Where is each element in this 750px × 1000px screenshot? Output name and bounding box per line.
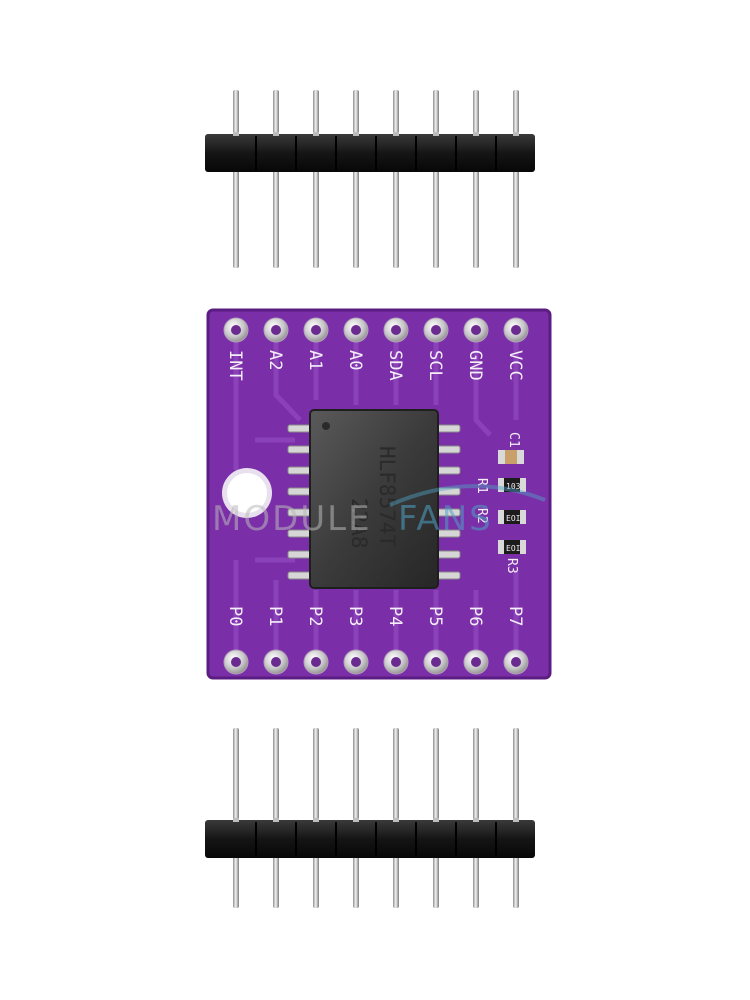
- resistor-r1: 103: [498, 478, 526, 492]
- bottom-pad-row: [223, 649, 529, 675]
- pad-hole: [311, 657, 321, 667]
- header-pin-collar: [513, 818, 519, 822]
- header-pin-collar: [233, 818, 239, 822]
- watermark-right: FANS: [398, 499, 493, 539]
- top-pin-label: VCC: [505, 350, 525, 381]
- label-r2: R2: [474, 508, 489, 524]
- pad-hole: [351, 657, 361, 667]
- top-pin-label: SCL: [425, 350, 445, 381]
- watermark-left: MODULE: [212, 499, 372, 539]
- bottom-pin-labels: P0 P1 P2 P3 P4 P5 P6 P7: [225, 606, 525, 626]
- header-pin-collar: [233, 132, 239, 136]
- bottom-pin-header: [205, 728, 535, 908]
- ic-lead-right: [435, 466, 461, 475]
- watermark: MODULE FANS: [212, 484, 546, 539]
- pad-hole: [391, 657, 401, 667]
- header-pin-collar: [393, 818, 399, 822]
- bottom-pin-label: P7: [505, 606, 525, 626]
- header-pin-collar: [273, 818, 279, 822]
- ic-lead-right: [435, 445, 461, 454]
- top-pin-label: A2: [265, 350, 285, 370]
- label-r3: R3: [504, 558, 519, 574]
- pad-hole: [431, 657, 441, 667]
- pad-hole: [471, 325, 481, 335]
- top-pin-label: INT: [225, 350, 245, 381]
- header-pin-collar: [473, 132, 479, 136]
- top-pin-header: [205, 90, 535, 268]
- pad-hole: [231, 325, 241, 335]
- ic-lead-right: [435, 550, 461, 559]
- resistor-r2: EOI: [498, 510, 526, 524]
- header-plastic-body: [205, 134, 535, 172]
- top-pin-label: A0: [345, 350, 365, 370]
- header-plastic-body: [205, 820, 535, 858]
- bottom-pin-label: P2: [305, 606, 325, 626]
- ic-lead-right: [435, 571, 461, 580]
- top-pin-label: SDA: [385, 350, 405, 381]
- ic-lead-left: [287, 424, 313, 433]
- header-pin: [473, 90, 479, 268]
- pad-hole: [271, 657, 281, 667]
- ic-lead-left: [287, 445, 313, 454]
- header-pin: [393, 90, 399, 268]
- header-pin-collar: [353, 132, 359, 136]
- svg-text:EOI: EOI: [506, 544, 521, 553]
- pad-hole: [471, 657, 481, 667]
- label-r1: R1: [474, 478, 489, 494]
- resistor-r3: EOI: [498, 540, 526, 554]
- top-pin-labels: INT A2 A1 A0 SDA SCL GND VCC: [225, 350, 525, 381]
- header-pin-collar: [313, 818, 319, 822]
- top-pin-label: A1: [305, 350, 325, 370]
- ic-lead-left: [287, 466, 313, 475]
- bottom-pin-label: P3: [345, 606, 365, 626]
- svg-text:103: 103: [506, 482, 521, 491]
- header-pin-collar: [273, 132, 279, 136]
- header-pin-collar: [313, 132, 319, 136]
- header-pin-collar: [513, 132, 519, 136]
- ic-lead-right: [435, 424, 461, 433]
- header-pin: [513, 90, 519, 268]
- pcb-board: INT A2 A1 A0 SDA SCL GND VCC P0 P1 P2 P3 P4 P5 P6 P7 H…: [206, 308, 552, 680]
- label-c1: C1: [506, 432, 521, 448]
- bottom-pin-label: P5: [425, 606, 445, 626]
- pad-hole: [391, 325, 401, 335]
- pad-hole: [511, 657, 521, 667]
- pad-hole: [311, 325, 321, 335]
- ic-lead-left: [287, 550, 313, 559]
- ic-chip: [309, 409, 439, 589]
- ic-marking-line2: 22A8: [347, 498, 371, 549]
- capacitor-c1: [498, 450, 524, 464]
- header-pin-collar: [473, 818, 479, 822]
- bottom-pin-label: P6: [465, 606, 485, 626]
- pad-hole: [271, 325, 281, 335]
- mounting-hole-inner: [227, 473, 267, 513]
- svg-text:EOI: EOI: [506, 514, 521, 523]
- pad-hole: [351, 325, 361, 335]
- pad-hole: [511, 325, 521, 335]
- ic-lead-left: [287, 571, 313, 580]
- header-pin-collar: [393, 132, 399, 136]
- header-pin-collar: [433, 818, 439, 822]
- ic-lead-left: [287, 487, 313, 496]
- bottom-pin-label: P1: [265, 606, 285, 626]
- header-pin-collar: [433, 132, 439, 136]
- header-pin: [233, 90, 239, 268]
- top-pad-row: [223, 317, 529, 343]
- pcb-edge-shade: [206, 308, 552, 680]
- bottom-pin-label: P4: [385, 606, 405, 626]
- ic-marking-line1: HLF8574T: [375, 446, 399, 548]
- header-pin: [313, 90, 319, 268]
- top-pin-label: GND: [465, 350, 485, 381]
- pad-hole: [431, 325, 441, 335]
- header-pin-collar: [353, 818, 359, 822]
- header-pin: [273, 90, 279, 268]
- header-pin: [353, 90, 359, 268]
- ic-pin1-marker: [322, 422, 330, 430]
- header-pin: [433, 90, 439, 268]
- watermark-swoosh: [389, 484, 546, 507]
- bottom-pin-label: P0: [225, 606, 245, 626]
- pad-hole: [231, 657, 241, 667]
